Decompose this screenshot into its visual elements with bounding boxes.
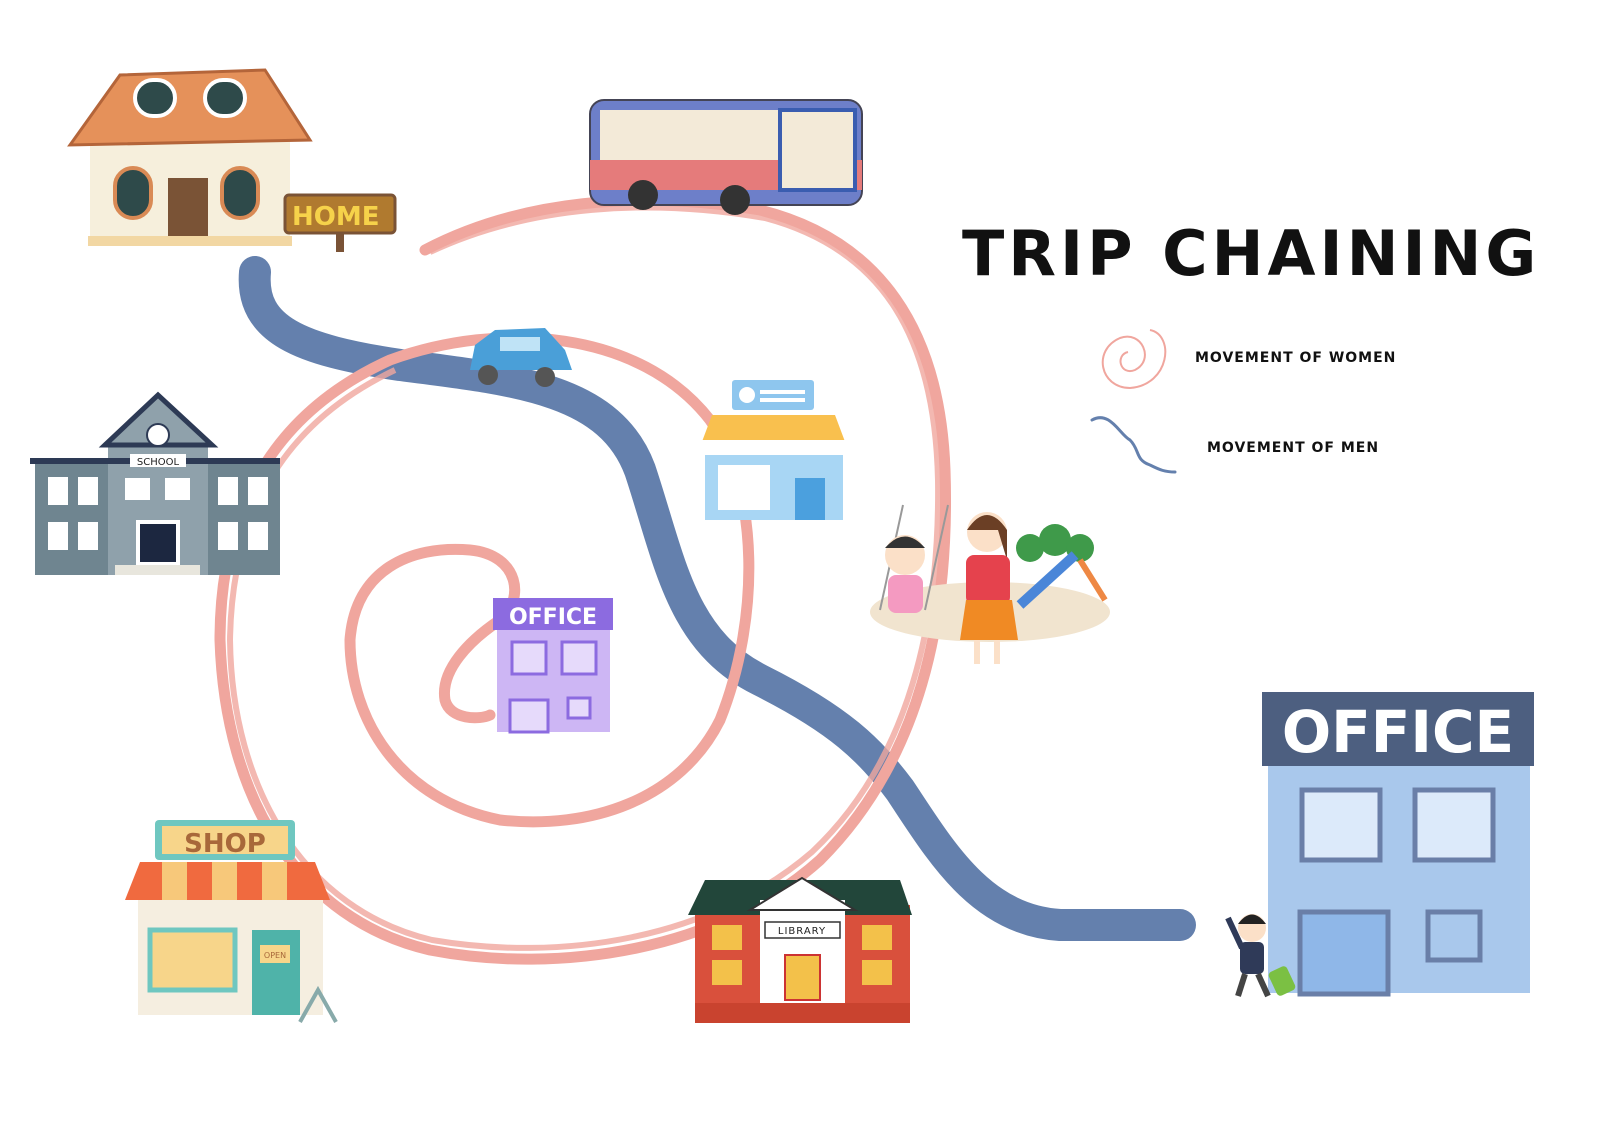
men-legend-label: MOVEMENT OF MEN — [1207, 440, 1379, 456]
clinic-building — [697, 380, 850, 520]
women-legend-swirl-icon — [1101, 329, 1167, 390]
large-office-building: OFFICE — [1262, 692, 1534, 997]
women-legend-label: MOVEMENT OF WOMEN — [1195, 350, 1396, 366]
bus-icon — [589, 99, 863, 215]
school-building: SCHOOL — [30, 391, 280, 575]
women-movement-path-overlap — [226, 204, 942, 951]
library-building: LIBRARY — [688, 876, 912, 1023]
library-sign-label: LIBRARY — [778, 926, 826, 937]
small-office-sign-label: OFFICE — [509, 605, 597, 630]
large-office-sign-label: OFFICE — [1282, 698, 1514, 766]
shop-sign-label: SHOP — [184, 829, 266, 859]
small-office-building: OFFICE — [493, 598, 613, 734]
home-sign-label: HOME — [292, 202, 380, 232]
shop-building: SHOP OPEN — [125, 820, 338, 1023]
businessman-icon — [1225, 914, 1296, 998]
shop-open-sign: OPEN — [264, 951, 286, 960]
school-sign-label: SCHOOL — [137, 457, 180, 468]
car-icon — [470, 328, 572, 387]
women-movement-path — [214, 194, 951, 965]
legend: MOVEMENT OF WOMEN MOVEMENT OF MEN — [1090, 329, 1396, 474]
men-legend-wave-icon — [1090, 416, 1177, 474]
playground-mother-child — [870, 504, 1110, 664]
diagram-title: TRIP CHAINING — [962, 217, 1540, 290]
home-building: HOME — [67, 68, 397, 252]
